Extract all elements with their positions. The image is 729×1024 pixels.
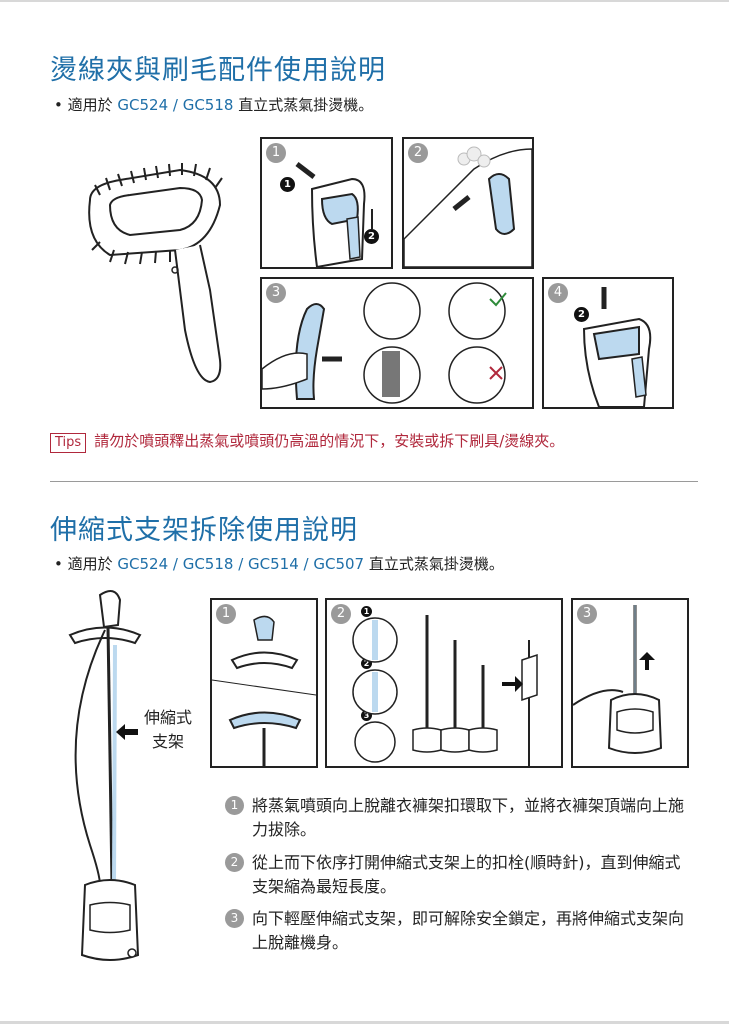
panel-number: 3 [266,283,286,303]
instruction-step-2: 2 從上而下依序打開伸縮式支架上的扣栓(順時針)，直到伸縮式支架縮為最短長度。 [225,851,685,899]
brush-detach-illustration [582,287,652,407]
section2-title: 伸縮式支架拆除使用說明 [50,515,358,546]
top-rule [0,0,729,2]
section-divider [50,481,698,482]
panel-2: 2 [402,137,534,269]
tips-warning: Tips 請勿於噴頭釋出蒸氣或噴頭仍高溫的情況下，安裝或拆下刷具/燙線夾。 [50,430,564,453]
step-text: 向下輕壓伸縮式支架，即可解除安全鎖定，再將伸縮式支架向上脫離機身。 [252,909,685,952]
section1-applies: • 適用於 GC524 / GC518 直立式蒸氣掛燙機。 [54,94,373,115]
tips-tag: Tips [50,433,87,453]
step-marker: 1 [361,606,372,617]
removal-panel-3: 3 [571,598,689,768]
steaming-garment-illustration [404,146,532,267]
panel-3: 3 [260,277,534,409]
section2-applies: • 適用於 GC524 / GC518 / GC514 / GC507 直立式蒸… [54,553,504,574]
panel-number: 3 [577,604,597,624]
panel-number: 4 [548,283,568,303]
pole-label-line1: 伸縮式 [143,708,192,727]
step-text: 從上而下依序打開伸縮式支架上的扣栓(順時針)，直到伸縮式支架縮為最短長度。 [252,853,681,896]
tips-text: 請勿於噴頭釋出蒸氣或噴頭仍高溫的情況下，安裝或拆下刷具/燙線夾。 [94,432,565,450]
panel-number: 1 [216,604,236,624]
panel-number: 2 [331,604,351,624]
model-list: GC524 / GC518 / GC514 / GC507 [117,555,365,573]
removal-panel-2: 2 1 2 3 [325,598,563,768]
panel-number: 2 [408,143,428,163]
telescopic-pole-label: 伸縮式 支架 [138,706,198,754]
panel-1: 1 1 2 [260,137,393,269]
step-marker: 2 [364,229,379,244]
brush-accessory-illustration [88,163,223,384]
applies-suffix: 直立式蒸氣掛燙機。 [233,96,374,114]
pole-removal-illustration [573,605,663,754]
lint-clip-illustration [262,282,507,404]
applies-prefix: • 適用於 [54,96,118,114]
removal-panel-1: 1 [210,598,318,768]
instruction-step-3: 3 向下輕壓伸縮式支架，即可解除安全鎖定，再將伸縮式支架向上脫離機身。 [225,907,685,955]
panel-4: 4 2 1 [542,277,674,409]
step-marker: 2 [574,307,589,322]
step-number: 1 [225,796,244,815]
instruction-step-1: 1 將蒸氣噴頭向上脫離衣褲架扣環取下，並將衣褲架頂端向上施力拔除。 [225,794,685,842]
step-number: 2 [225,853,244,872]
pole-label-line2: 支架 [151,732,184,751]
applies-suffix: 直立式蒸氣掛燙機。 [364,555,504,573]
hanger-removal-illustration [212,615,316,766]
bottom-rule [0,1021,729,1024]
step-marker: 2 [361,658,372,669]
step-marker: 3 [361,710,372,721]
model-list: GC524 / GC518 [117,96,234,114]
step-text: 將蒸氣噴頭向上脫離衣褲架扣環取下，並將衣褲架頂端向上施力拔除。 [252,796,685,839]
applies-prefix: • 適用於 [54,555,118,573]
telescopic-unlock-illustration [352,615,538,766]
left-arrow-icon [116,724,138,740]
section1-title: 燙線夾與刷毛配件使用說明 [50,55,386,86]
steam-head-attach-illustration [295,162,373,269]
panel-number: 1 [266,143,286,163]
garment-steamer-illustration [68,590,142,961]
step-number: 3 [225,909,244,928]
step-marker: 1 [280,177,295,192]
